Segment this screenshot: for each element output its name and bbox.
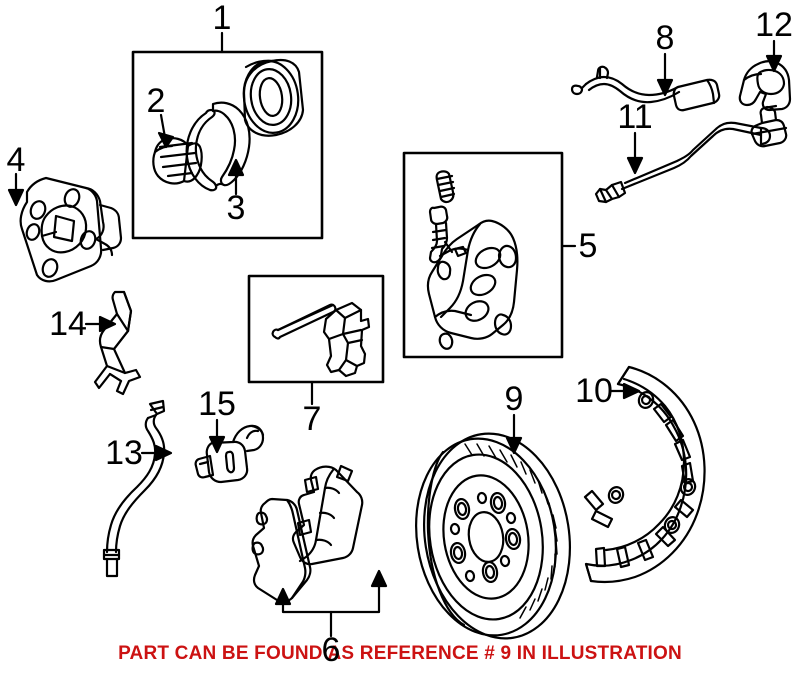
callout-label-13: 13 xyxy=(105,434,143,472)
callout-label-15: 15 xyxy=(198,385,236,423)
part-brake-line-fitting xyxy=(750,104,788,148)
callout-label-2: 2 xyxy=(146,82,166,120)
group-box-wheel-bearing-kit xyxy=(131,50,324,240)
part-brake-rotor xyxy=(415,432,572,640)
callout-label-11: 11 xyxy=(617,98,653,136)
part-caliper-spring-clip xyxy=(93,290,142,396)
callout-label-9: 9 xyxy=(504,380,524,418)
callout-label-10: 10 xyxy=(575,372,613,410)
callout-label-12: 12 xyxy=(755,6,793,44)
leader-lines xyxy=(7,31,783,638)
callout-label-1: 1 xyxy=(212,0,232,37)
part-caliper-bolt-lower xyxy=(428,205,449,264)
part-snap-ring xyxy=(185,101,251,192)
illustration-reference-note: PART CAN BE FOUND AS REFERENCE # 9 IN IL… xyxy=(118,643,682,664)
part-brake-hose xyxy=(102,399,166,578)
callout-label-6: 6 xyxy=(321,631,341,669)
part-brake-splash-shield xyxy=(583,365,706,584)
callout-label-5: 5 xyxy=(578,227,598,265)
part-caliper-bolt-upper xyxy=(435,170,456,204)
part-retaining-pin xyxy=(271,303,337,340)
part-brake-pad-outer xyxy=(291,464,364,566)
callout-label-8: 8 xyxy=(655,19,675,57)
group-box-pad-hardware-kit xyxy=(247,274,385,384)
part-axle-nut xyxy=(152,137,203,185)
part-brake-pad-wear-sensor xyxy=(570,65,721,112)
callout-label-3: 3 xyxy=(226,189,246,227)
callout-label-14: 14 xyxy=(49,305,87,343)
part-spring-clip xyxy=(322,301,371,378)
part-wheel-speed-sensor xyxy=(194,424,265,484)
callout-label-7: 7 xyxy=(302,400,322,438)
part-wheel-hub-flange xyxy=(19,176,123,283)
part-brake-line xyxy=(594,121,772,204)
part-brake-caliper xyxy=(426,219,519,350)
callout-label-4: 4 xyxy=(6,141,26,179)
part-wheel-bearing xyxy=(242,58,305,137)
group-box-brake-caliper xyxy=(402,151,564,359)
